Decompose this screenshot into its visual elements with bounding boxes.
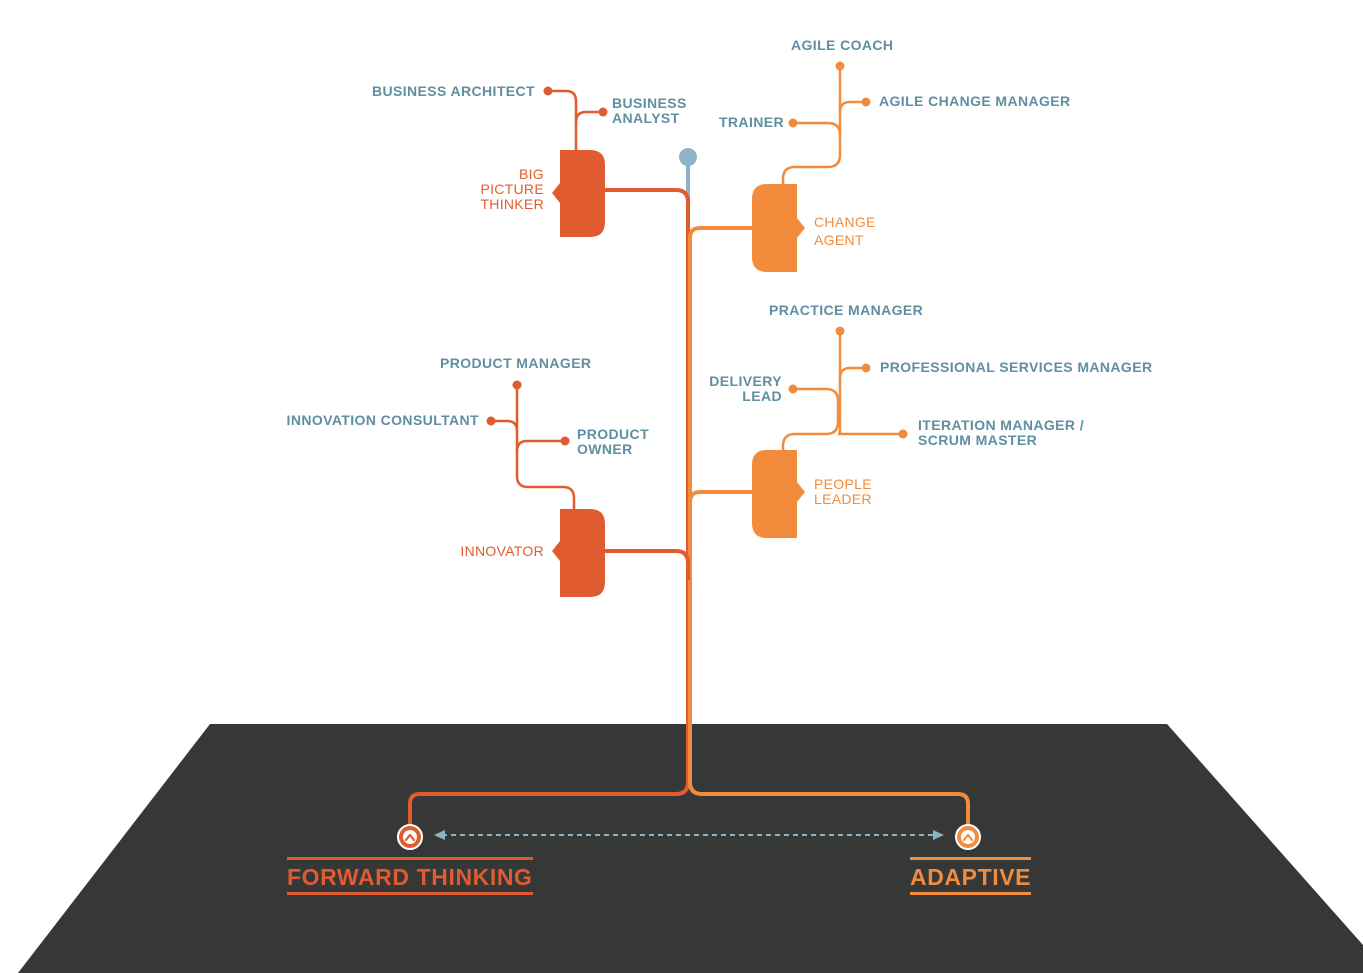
- branch-people-leader: [688, 490, 756, 520]
- role-product-owner: PRODUCT OWNER: [577, 426, 650, 457]
- block-big-picture-thinker: [552, 150, 605, 237]
- branch-innovator: [600, 549, 690, 580]
- adaptive-label: ADAPTIVE: [910, 857, 1032, 895]
- branch-business-architect: [548, 89, 578, 152]
- spectrum-arrow-right-head: [933, 830, 944, 840]
- adaptive-pole-inner: [961, 830, 975, 844]
- block-change-agent: [752, 184, 805, 272]
- node-product-manager: [512, 380, 522, 390]
- label-change-agent: CHANGE AGENT: [814, 214, 876, 248]
- node-iteration-manager: [898, 429, 908, 439]
- node-business-architect: [543, 86, 553, 96]
- branch-delivery-lead: [781, 387, 840, 456]
- node-professional-services: [861, 363, 871, 373]
- role-agile-coach: AGILE COACH: [791, 37, 894, 53]
- block-people-leader: [752, 450, 805, 538]
- role-business-architect: BUSINESS ARCHITECT: [371, 83, 535, 99]
- role-agile-change-manager: AGILE CHANGE MANAGER: [879, 93, 1071, 109]
- node-business-analyst: [598, 107, 608, 117]
- ground-plane: [18, 724, 1363, 973]
- node-agile-change-manager: [861, 97, 871, 107]
- role-trainer: TRAINER: [718, 114, 784, 130]
- chevron-up-icon: [962, 833, 974, 842]
- node-agile-coach: [835, 61, 845, 71]
- branch-product-owner: [515, 439, 565, 452]
- forward-thinking-label: FORWARD THINKING: [287, 857, 533, 895]
- label-big-picture-thinker: BIG PICTURE THINKER: [480, 166, 544, 212]
- node-delivery-lead: [788, 384, 798, 394]
- node-practice-manager: [835, 326, 845, 336]
- role-practice-manager: PRACTICE MANAGER: [769, 302, 924, 318]
- role-product-manager: PRODUCT MANAGER: [440, 355, 592, 371]
- node-innovation-consultant: [486, 416, 496, 426]
- trunk-top-node: [679, 148, 697, 166]
- role-business-analyst: BUSINESS ANALYST: [612, 95, 687, 126]
- chevron-up-icon: [404, 833, 416, 842]
- label-people-leader: PEOPLE LEADER: [814, 476, 872, 507]
- spectrum-arrow-left-head: [434, 830, 445, 840]
- role-innovation-consultant: INNOVATION CONSULTANT: [286, 412, 479, 428]
- trunk-adaptive: [688, 226, 970, 826]
- label-innovator: INNOVATOR: [460, 543, 544, 559]
- branch-business-analyst: [574, 110, 603, 123]
- branch-innovation-consultant: [491, 419, 519, 432]
- role-delivery-lead: DELIVERY LEAD: [709, 373, 782, 404]
- block-innovator: [552, 509, 605, 597]
- branch-agile-change-manager: [838, 100, 866, 113]
- branch-professional-services: [838, 366, 866, 379]
- role-iteration-manager: ITERATION MANAGER / SCRUM MASTER: [918, 417, 1085, 448]
- forward-pole-inner: [403, 830, 417, 844]
- node-product-owner: [560, 436, 570, 446]
- role-professional-services-manager: PROFESSIONAL SERVICES MANAGER: [880, 359, 1153, 375]
- branch-trainer: [793, 121, 842, 136]
- trunk-forward: [408, 188, 690, 826]
- branch-product-manager: [515, 385, 576, 512]
- node-trainer: [788, 118, 798, 128]
- branch-agile-coach: [781, 66, 842, 190]
